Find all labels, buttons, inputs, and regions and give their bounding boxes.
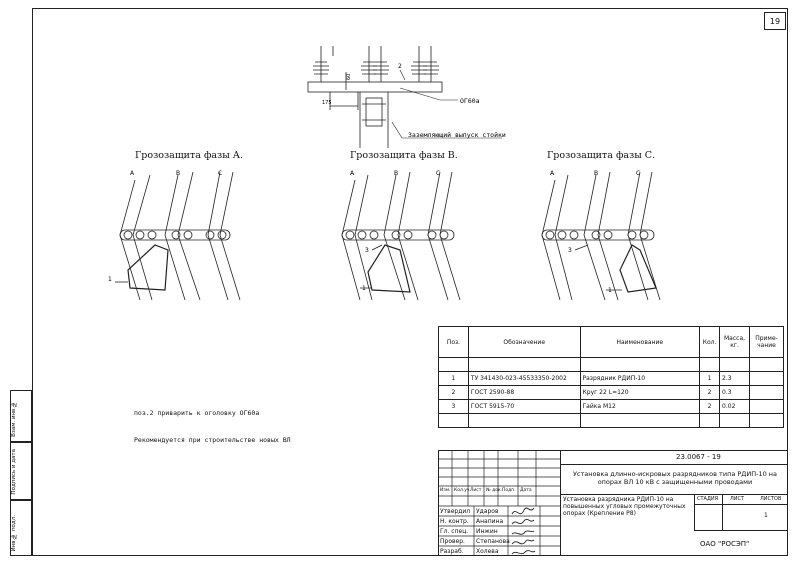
sheets-label: ЛИСТОВ xyxy=(760,496,782,502)
title-block-divider xyxy=(560,494,788,495)
sheet-title: Установка разрядника РДИП-10 на повышенн… xyxy=(563,496,686,517)
callout-1: 1 xyxy=(362,285,366,292)
signer-name: Степанова xyxy=(476,538,510,545)
signer-name: Холева xyxy=(476,548,499,555)
title-block-divider xyxy=(694,504,788,505)
title-block-divider xyxy=(722,494,723,530)
phase-b-label: B xyxy=(176,170,180,177)
diagram-phase-b xyxy=(341,171,461,301)
phase-a-label: A xyxy=(550,170,555,177)
signer-name: Инжин xyxy=(476,528,498,535)
phase-b-label: B xyxy=(594,170,598,177)
signer-name: Анапина xyxy=(476,518,504,525)
crossarm xyxy=(307,81,443,93)
side-stamp-inventory: Инв.№ подл. xyxy=(10,500,32,556)
callout-3: 3 xyxy=(365,247,369,254)
table-row xyxy=(438,413,784,428)
signer-role: Утвердил xyxy=(440,508,471,515)
title-block-divider xyxy=(560,464,788,465)
company-name: ОАО "РОСЭП" xyxy=(700,540,750,548)
sheet-label: ЛИСТ xyxy=(730,496,745,502)
table-row: 2 ГОСТ 2590-88 Круг 22 L=120 2 0.3 xyxy=(438,385,784,400)
diagram-phase-a xyxy=(115,171,241,301)
signer-name: Ударов xyxy=(476,508,499,515)
col-sign: Подп. xyxy=(502,488,516,493)
signer-role: Н. контр. xyxy=(440,518,469,525)
header-qty: Кол. xyxy=(699,326,721,358)
phase-c-label: C xyxy=(218,170,222,177)
insulators xyxy=(313,46,439,82)
sheets-value: 1 xyxy=(764,512,768,519)
header-pos: Поз. xyxy=(438,326,469,358)
note-weld: поз.2 приварить к оголовку ОГ60а xyxy=(134,409,260,417)
diagram-title-c: Грозозащита фазы С. xyxy=(547,150,656,161)
col-change: Изм. xyxy=(440,488,451,493)
pos-2-label: 2 xyxy=(398,63,402,70)
sheet-number: 19 xyxy=(764,12,786,30)
drawing-frame xyxy=(32,8,788,556)
callout-3: 3 xyxy=(568,247,572,254)
signer-role: Разраб. xyxy=(440,548,464,555)
diagram-title-a: Грозозащита фазы А. xyxy=(135,150,244,161)
pole-bracket xyxy=(365,97,383,127)
pole xyxy=(359,92,389,148)
dim-60: 60 xyxy=(346,74,352,80)
phase-a-label: A xyxy=(130,170,135,177)
col-count: Кол.уч. xyxy=(454,488,472,493)
doc-code: 23.0067 - 19 xyxy=(676,453,721,461)
phase-c-label: C xyxy=(636,170,640,177)
og60a-label: ОГ60а xyxy=(460,97,480,105)
phase-a-label: A xyxy=(350,170,355,177)
callout-1: 1 xyxy=(608,287,612,294)
signer-role: Гл. спец. xyxy=(440,528,469,535)
ground-label: Заземляющий выпуск стойки xyxy=(408,131,506,139)
specification-table: Поз. Обозначение Наименование Кол. Масса… xyxy=(438,326,784,428)
title-block-divider xyxy=(694,494,695,530)
title-block-divider xyxy=(694,530,788,531)
diagram-title-b: Грозозащита фазы В. xyxy=(350,150,458,161)
col-date: Дата xyxy=(520,488,532,493)
col-sheet: Лист xyxy=(470,488,482,493)
stage-label: СТАДИЯ xyxy=(697,496,719,502)
project-title: Установка длинно-искровых разрядников ти… xyxy=(572,470,778,486)
col-docnum: № док. xyxy=(486,488,503,493)
note-recommend: Рекомендуется при строительстве новых ВЛ xyxy=(134,436,291,444)
top-detail-drawing xyxy=(307,46,502,148)
dim-175: 175 xyxy=(322,100,332,106)
phase-c-label: C xyxy=(436,170,440,177)
side-stamp-signature: Подпись и дата xyxy=(10,442,32,500)
side-stamp-replaced: Взам. инв.№ xyxy=(10,390,32,442)
table-row: 3 ГОСТ 5915-70 Гайка М12 2 0.02 xyxy=(438,399,784,414)
signer-role: Провер. xyxy=(440,538,465,545)
phase-b-label: B xyxy=(394,170,398,177)
title-block xyxy=(438,450,788,556)
diagram-phase-c xyxy=(541,171,661,301)
title-block-divider xyxy=(560,450,561,556)
callout-1: 1 xyxy=(108,276,112,283)
